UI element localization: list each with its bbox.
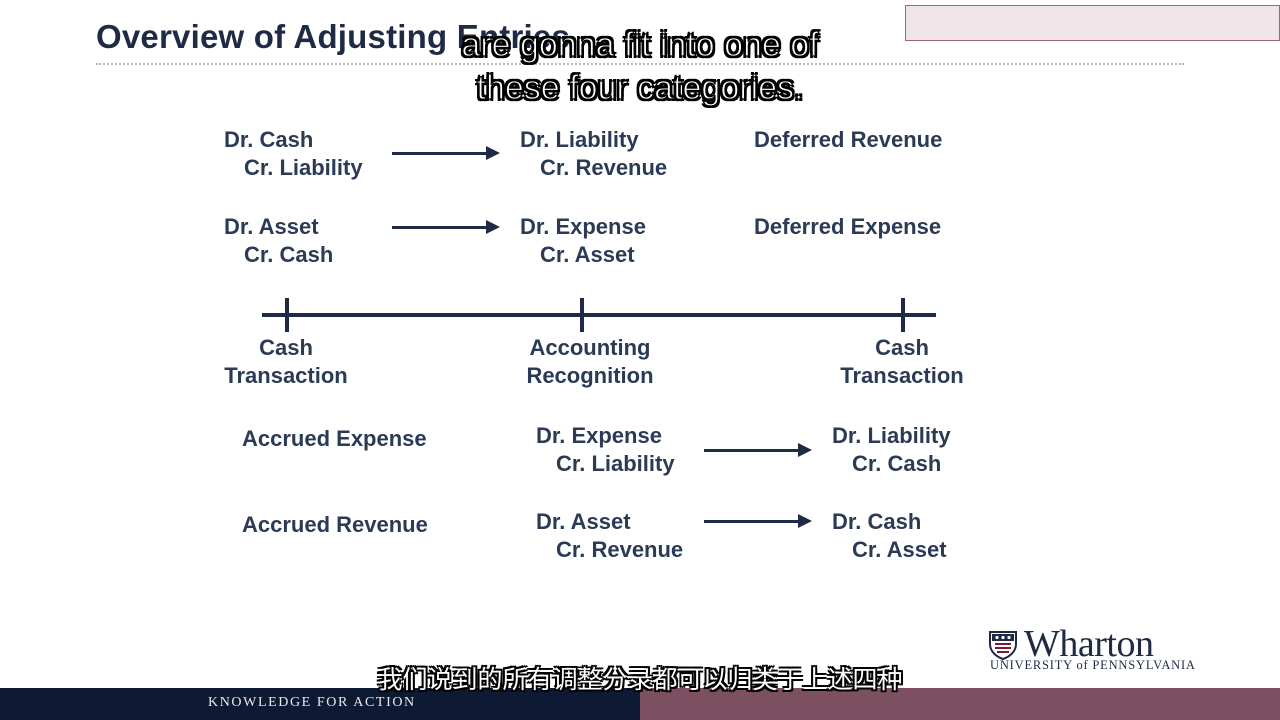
deferred-expense-cash-entry: Dr. Asset Cr. Cash xyxy=(224,213,333,269)
subtitle-chinese: 我们说到的所有调整分录都可以归类于上述四种 xyxy=(377,665,903,694)
subtitle-english-line-2: these four categories. xyxy=(476,68,804,107)
accrued-revenue-label: Accrued Revenue xyxy=(242,512,428,537)
label-line: Accounting xyxy=(529,335,651,360)
arrow-right-icon xyxy=(392,220,500,234)
credit-line: Cr. Liability xyxy=(556,451,675,476)
credit-line: Cr. Revenue xyxy=(540,155,668,180)
label-line: Transaction xyxy=(840,363,964,388)
footer-bar-navy xyxy=(0,688,640,720)
credit-line: Cr. Cash xyxy=(852,451,942,476)
timeline-tick-cash-left xyxy=(285,298,289,332)
arrow-right-icon xyxy=(704,514,812,528)
accrued-expense-cash-entry: Dr. Liability Cr. Cash xyxy=(832,422,951,478)
credit-line: Cr. Revenue xyxy=(556,537,684,562)
accrued-expense-label: Accrued Expense xyxy=(242,426,427,451)
debit-line: Dr. Expense xyxy=(536,423,662,448)
deferred-revenue-cash-entry: Dr. Cash Cr. Liability xyxy=(224,126,363,182)
arrow-right-icon xyxy=(704,443,812,457)
debit-line: Dr. Asset xyxy=(536,509,631,534)
accrued-expense-recognition-entry: Dr. Expense Cr. Liability xyxy=(536,422,675,478)
arrow-right-icon xyxy=(392,146,500,160)
timeline-label-cash-transaction-right: Cash Transaction xyxy=(822,334,982,390)
debit-line: Dr. Cash xyxy=(832,509,922,534)
logo-wordmark: Wharton xyxy=(1024,623,1154,665)
credit-line: Cr. Asset xyxy=(852,537,947,562)
timeline-axis xyxy=(262,313,936,317)
debit-line: Dr. Asset xyxy=(224,214,319,239)
credit-line: Cr. Asset xyxy=(540,242,635,267)
slide-title: Overview of Adjusting Entries xyxy=(96,18,571,55)
timeline-label-accounting-recognition: Accounting Recognition xyxy=(500,334,680,390)
debit-line: Dr. Cash xyxy=(224,127,314,152)
accrued-revenue-cash-entry: Dr. Cash Cr. Asset xyxy=(832,508,947,564)
footer-bar-maroon xyxy=(640,688,1280,720)
debit-line: Dr. Liability xyxy=(832,423,951,448)
label-line: Transaction xyxy=(224,363,348,388)
label-line: Recognition xyxy=(526,363,654,388)
footer-tagline: KNOWLEDGE FOR ACTION xyxy=(208,695,416,710)
timeline-tick-cash-right xyxy=(901,298,905,332)
title-divider xyxy=(96,63,1184,65)
label-line: Cash xyxy=(875,335,929,360)
penn-shield-icon xyxy=(989,631,1017,660)
accrued-revenue-recognition-entry: Dr. Asset Cr. Revenue xyxy=(536,508,683,564)
credit-line: Cr. Cash xyxy=(244,242,334,267)
debit-line: Dr. Liability xyxy=(520,127,639,152)
credit-line: Cr. Liability xyxy=(244,155,363,180)
deferred-expense-label: Deferred Expense xyxy=(754,214,942,239)
debit-line: Dr. Expense xyxy=(520,214,646,239)
deferred-revenue-label: Deferred Revenue xyxy=(754,127,943,152)
deferred-expense-recognition-entry: Dr. Expense Cr. Asset xyxy=(520,213,646,269)
subtitle-english-line-1: are gonna fit into one of xyxy=(461,25,819,64)
label-line: Cash xyxy=(259,335,313,360)
logo-subtitle: UNIVERSITY of PENNSYLVANIA xyxy=(990,658,1196,672)
timeline-tick-recognition xyxy=(580,298,584,332)
wharton-logo: Wharton UNIVERSITY of PENNSYLVANIA xyxy=(988,623,1198,674)
corner-band xyxy=(905,5,1280,41)
deferred-revenue-recognition-entry: Dr. Liability Cr. Revenue xyxy=(520,126,667,182)
timeline-label-cash-transaction-left: Cash Transaction xyxy=(206,334,366,390)
